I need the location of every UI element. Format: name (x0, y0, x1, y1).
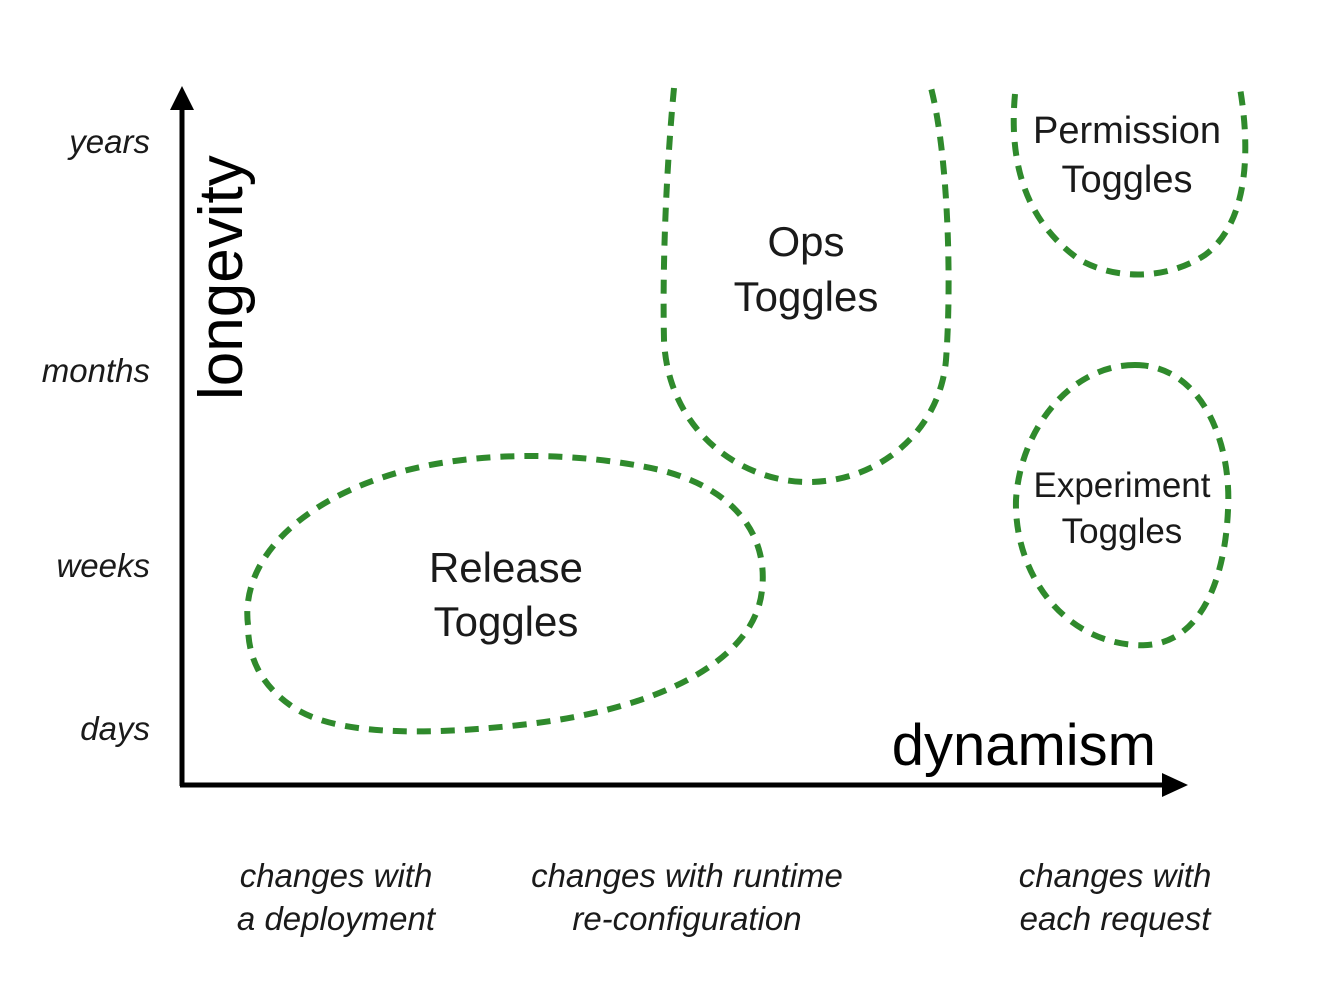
release-toggles-region (244, 453, 766, 735)
x-category-runtime-line1: changes with runtime (531, 857, 843, 894)
experiment-toggles-label-line2: Toggles (1062, 512, 1183, 551)
experiment-toggles-region (1012, 361, 1232, 649)
y-axis-arrowhead (170, 86, 194, 110)
x-category-deployment-line1: changes with (240, 857, 433, 894)
ops-toggles-label-line1: Ops (767, 218, 844, 265)
x-axis-arrowhead (1162, 773, 1188, 797)
release-toggles-label-line1: Release (429, 544, 583, 591)
permission-toggles-label-line1: Permission (1033, 110, 1221, 152)
x-axis-title: dynamism (892, 713, 1156, 778)
release-toggles-label-line2: Toggles (434, 598, 579, 645)
permission-toggles-label-line2: Toggles (1062, 159, 1193, 201)
y-axis-title: longevity (187, 155, 256, 400)
x-category-runtime-line2: re-configuration (572, 900, 801, 937)
x-category-request-line2: each request (1020, 900, 1213, 937)
y-tick-years: years (67, 123, 150, 160)
x-category-request-line1: changes with (1019, 857, 1212, 894)
y-tick-days: days (80, 710, 150, 747)
ops-toggles-label-line2: Toggles (734, 273, 879, 320)
x-category-deployment-line2: a deployment (237, 900, 437, 937)
experiment-toggles-label-line1: Experiment (1033, 466, 1210, 505)
y-tick-months: months (42, 352, 150, 389)
permission-toggles-region (1010, 87, 1249, 278)
ops-toggles-region (660, 83, 952, 486)
y-tick-weeks: weeks (56, 547, 150, 584)
